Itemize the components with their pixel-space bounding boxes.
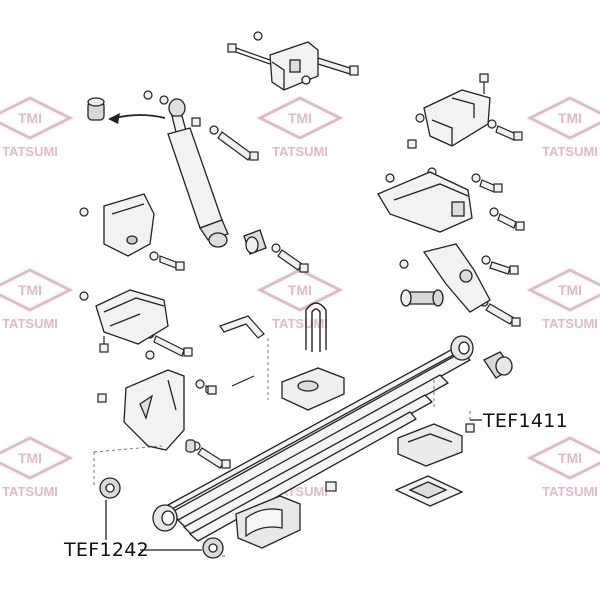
tmi-watermark-logo: TMI TATSUMI: [526, 436, 600, 499]
svg-text:TATSUMI: TATSUMI: [542, 144, 598, 159]
front-eye-bushing-upper: [99, 477, 121, 499]
svg-text:TATSUMI: TATSUMI: [2, 144, 58, 159]
left-upper-bracket: [103, 193, 155, 257]
shackle-bushing: [400, 289, 444, 307]
shock-absorber: [167, 98, 229, 248]
tmi-watermark-logo: TMI TATSUMI: [256, 268, 344, 331]
svg-text:TMI: TMI: [18, 450, 42, 466]
tmi-watermark-logo: TMI TATSUMI: [0, 96, 74, 159]
svg-text:TMI: TMI: [18, 282, 42, 298]
u-bolt: [305, 302, 327, 352]
svg-text:TATSUMI: TATSUMI: [2, 484, 58, 499]
svg-text:TMI: TMI: [288, 282, 312, 298]
shackle-bracket: [422, 243, 491, 313]
callout-leaders: [105, 419, 482, 551]
watermark-layer: TMI TATSUMI TMI TATSUMI TMI TATSUMI TMI TATSUMI…: [0, 96, 600, 499]
bump-stop: [235, 495, 301, 549]
svg-text:TATSUMI: TATSUMI: [272, 144, 328, 159]
left-lower-hanger: [123, 369, 185, 451]
link-clip: [219, 315, 265, 387]
tmi-watermark-logo: TMI TATSUMI: [526, 268, 600, 331]
spring-plate: [397, 423, 463, 467]
axle-pad: [281, 367, 345, 411]
svg-text:TATSUMI: TATSUMI: [2, 316, 58, 331]
tmi-watermark-logo: TMI TATSUMI: [0, 436, 74, 499]
left-mid-bracket: [95, 289, 169, 345]
svg-text:TMI: TMI: [558, 282, 582, 298]
part-number-label-a: TEF1411: [483, 410, 568, 432]
tmi-watermark-logo: TMI TATSUMI: [256, 96, 344, 159]
right-upper-bracket: [423, 89, 491, 147]
part-number-label-b: TEF1242: [64, 539, 149, 561]
bolts: [79, 31, 525, 492]
rear-eye-bushing: [483, 351, 513, 379]
svg-text:TATSUMI: TATSUMI: [272, 316, 328, 331]
top-bracket: [269, 41, 319, 91]
shock-lower-bushing: [243, 229, 267, 255]
svg-text:TATSUMI: TATSUMI: [542, 316, 598, 331]
leaf-spring: [167, 344, 471, 542]
svg-text:TMI: TMI: [18, 110, 42, 126]
tmi-watermark-logo: TMI TATSUMI: [526, 96, 600, 159]
right-mid-hanger: [377, 171, 473, 233]
bushing-top-left: [87, 97, 105, 121]
svg-text:TMI: TMI: [288, 110, 312, 126]
svg-text:TATSUMI: TATSUMI: [542, 484, 598, 499]
spring-pad: [394, 475, 464, 507]
spring-eye-front: [152, 504, 178, 532]
arrow-icon: [108, 113, 166, 124]
svg-text:TMI: TMI: [558, 110, 582, 126]
spring-eye-rear: [450, 335, 474, 361]
svg-text:TMI: TMI: [558, 450, 582, 466]
tmi-watermark-logo: TMI TATSUMI: [0, 268, 74, 331]
front-eye-bushing-lower: [202, 537, 224, 559]
